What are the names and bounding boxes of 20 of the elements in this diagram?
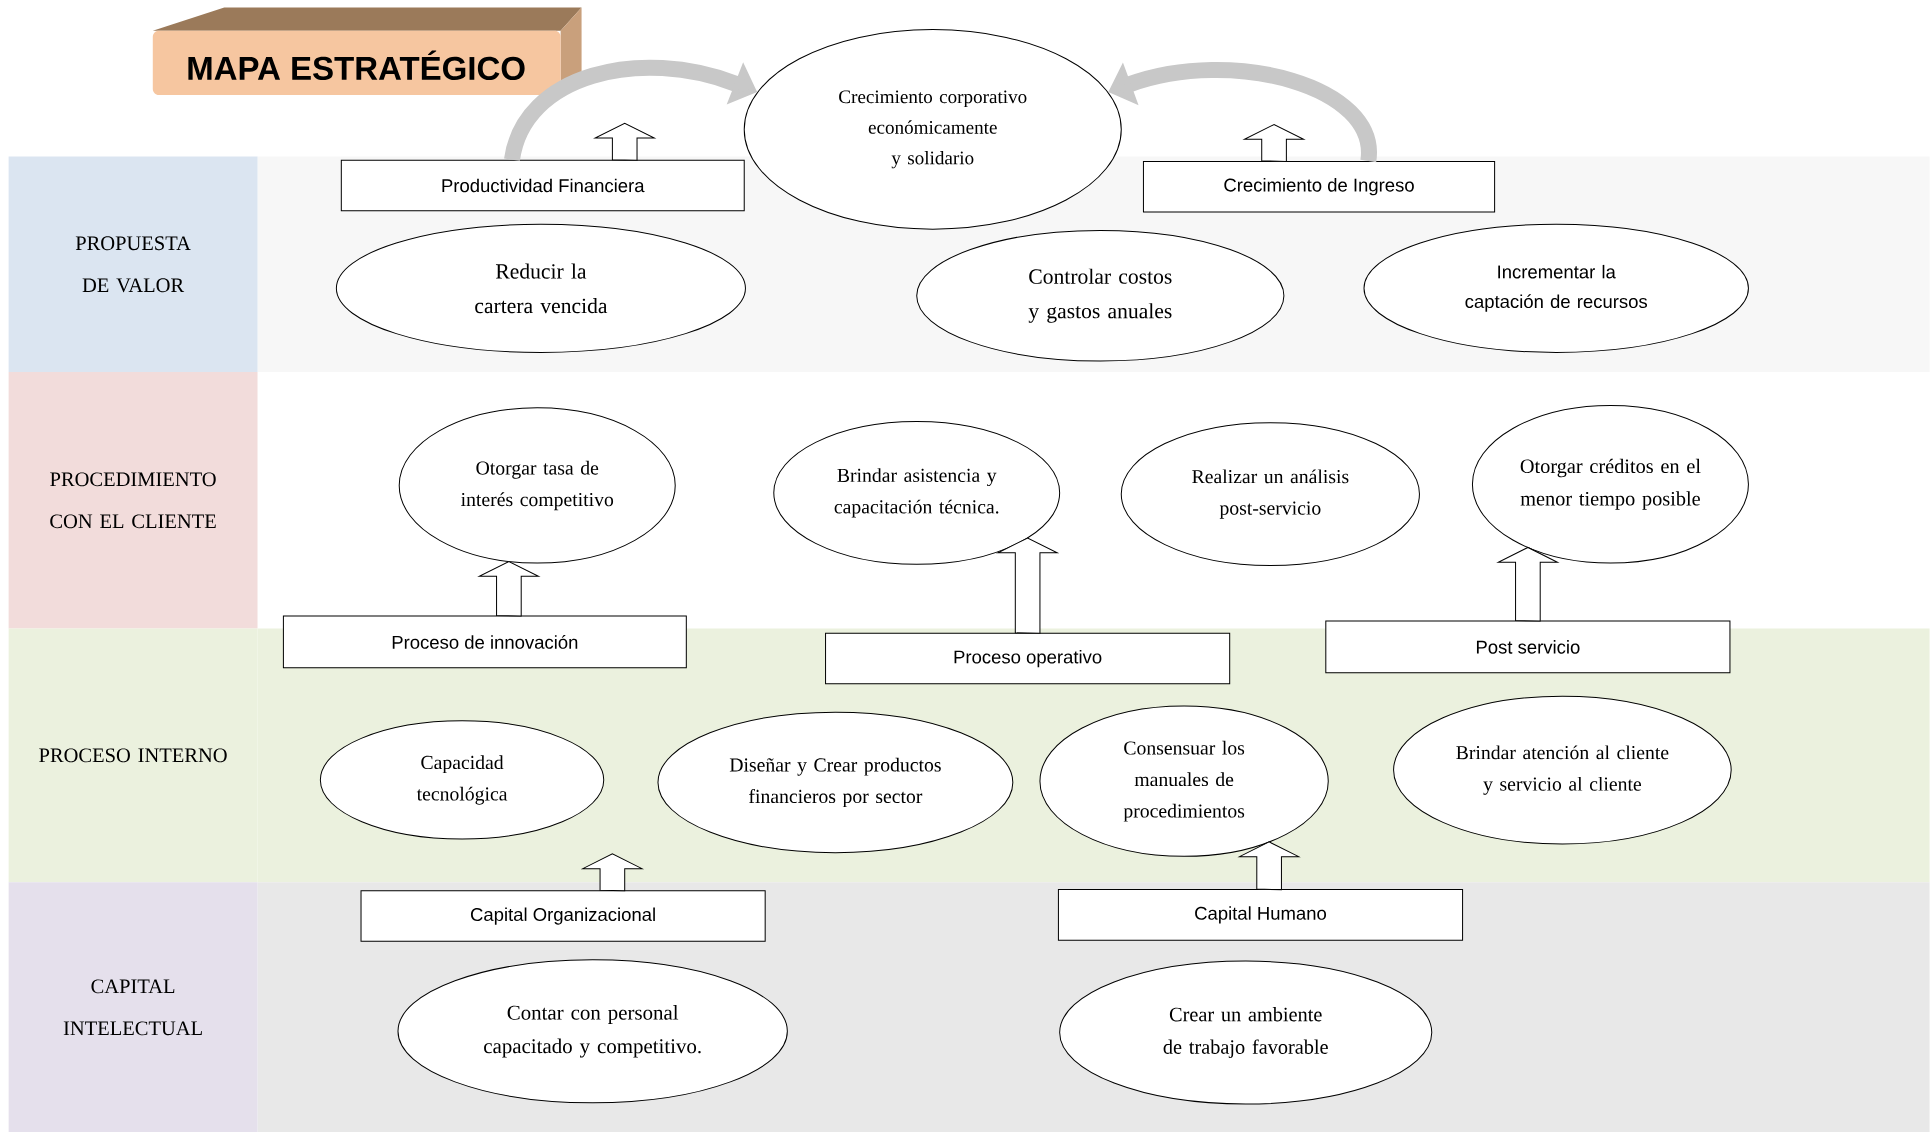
process-box: Capital Humano	[1057, 889, 1464, 941]
node-label: PROCESO INTERNO	[39, 748, 227, 763]
process-box: Proceso de innovación	[282, 615, 687, 669]
process-box: Proceso operativo	[825, 632, 1231, 685]
block-arrow	[997, 537, 1058, 634]
row-header: PROPUESTA DE VALOR	[8, 156, 258, 373]
title-banner: MAPA ESTRATÉGICO	[152, 7, 582, 95]
process-box: Crecimiento de Ingreso	[1142, 160, 1496, 213]
block-arrow	[1239, 841, 1300, 891]
row-header: CAPITAL INTELECTUAL	[8, 882, 258, 1132]
block-arrow	[582, 853, 643, 892]
block-arrow	[1244, 123, 1305, 162]
row-header: PROCEDIMIENTO CON EL CLIENTE	[8, 372, 258, 629]
block-arrow	[594, 122, 655, 161]
block-arrow	[1497, 546, 1558, 622]
row-header: PROCESO INTERNO	[8, 628, 258, 883]
process-box: Capital Organizacional	[360, 890, 766, 942]
process-box: Post servicio	[1325, 620, 1731, 674]
block-arrow	[478, 560, 539, 617]
process-box: Productividad Financiera	[340, 159, 745, 212]
